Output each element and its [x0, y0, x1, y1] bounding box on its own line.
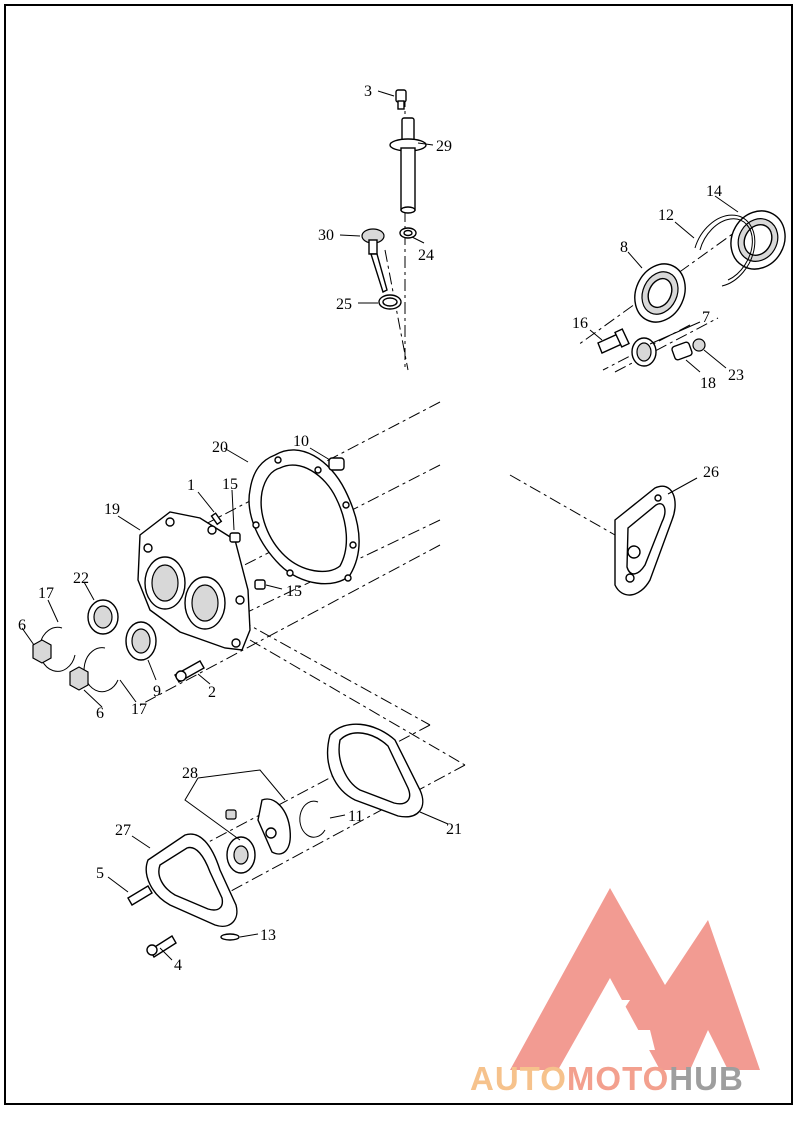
callout-23: 23 [728, 367, 744, 384]
callout-14: 14 [706, 183, 722, 200]
diagram-frame [4, 4, 793, 1105]
callout-8: 8 [620, 239, 628, 256]
callout-2: 2 [208, 684, 216, 701]
callout-1: 1 [187, 477, 195, 494]
nut-23 [692, 338, 706, 352]
oring-25 [378, 294, 402, 310]
bolt-2 [174, 660, 205, 683]
automotohub-wordmark: AUTOMOTOHUB [470, 1060, 792, 1098]
callout-9: 9 [153, 683, 161, 700]
automotohub-logo-mark [510, 888, 760, 1070]
callout-5: 5 [96, 865, 104, 882]
needle-bearing-7 [631, 337, 657, 367]
callout-labels: 3 29 30 24 25 14 12 8 16 7 18 23 20 10 2… [18, 83, 744, 974]
bearing-22 [87, 599, 119, 635]
nuts-6 [32, 639, 89, 691]
wordmark-hub: HUB [669, 1060, 744, 1097]
callout-27: 27 [115, 822, 131, 839]
gasket-26 [614, 485, 676, 596]
callout-29: 29 [436, 138, 452, 155]
callout-25: 25 [336, 296, 352, 313]
callout-10: 10 [293, 433, 309, 450]
callout-30: 30 [318, 227, 334, 244]
assembly-28 [225, 798, 291, 874]
callout-19: 19 [104, 501, 120, 518]
retaining-ring-11 [299, 800, 326, 838]
callout-16: 16 [572, 315, 588, 332]
plug-30 [361, 228, 388, 293]
pin-1 [210, 512, 223, 526]
callout-4: 4 [174, 957, 182, 974]
callout-22: 22 [73, 570, 89, 587]
callout-12: 12 [658, 207, 674, 224]
dowel-10 [328, 457, 345, 471]
callout-17a: 17 [38, 585, 54, 602]
callout-7: 7 [702, 309, 710, 326]
callout-18: 18 [700, 375, 716, 392]
callout-15a: 15 [222, 476, 238, 493]
pin-16 [597, 328, 630, 354]
oring-13 [220, 933, 240, 941]
callout-6b: 6 [96, 705, 104, 722]
callout-20: 20 [212, 439, 228, 456]
callout-3: 3 [364, 83, 372, 100]
retaining-ring-12 [694, 214, 756, 287]
callout-15b: 15 [286, 583, 302, 600]
wordmark-moto: MOTO [566, 1060, 670, 1097]
callout-26: 26 [703, 464, 719, 481]
gasket-20 [248, 449, 360, 585]
callout-6a: 6 [18, 617, 26, 634]
leader-lines [21, 90, 739, 961]
gasket-21 [326, 723, 424, 818]
bolt-5 [127, 885, 153, 906]
seal-14 [730, 210, 786, 270]
bolt-3 [395, 89, 407, 110]
triangle-logo-icon [510, 888, 760, 1070]
wordmark-auto: AUTO [470, 1060, 567, 1097]
dowels-15 [229, 532, 266, 590]
cover-27 [145, 833, 238, 927]
shaft-29 [389, 117, 427, 214]
bolt-4 [146, 935, 177, 958]
oring-24 [399, 227, 417, 239]
callout-11: 11 [348, 808, 363, 825]
callout-21: 21 [446, 821, 462, 838]
callout-13: 13 [260, 927, 276, 944]
bushing-18 [671, 341, 693, 361]
bearing-9 [125, 621, 157, 661]
callout-28: 28 [182, 765, 198, 782]
housing-19 [137, 511, 251, 651]
callout-17b: 17 [131, 701, 147, 718]
bearing-8 [634, 263, 686, 323]
callout-24: 24 [418, 247, 434, 264]
